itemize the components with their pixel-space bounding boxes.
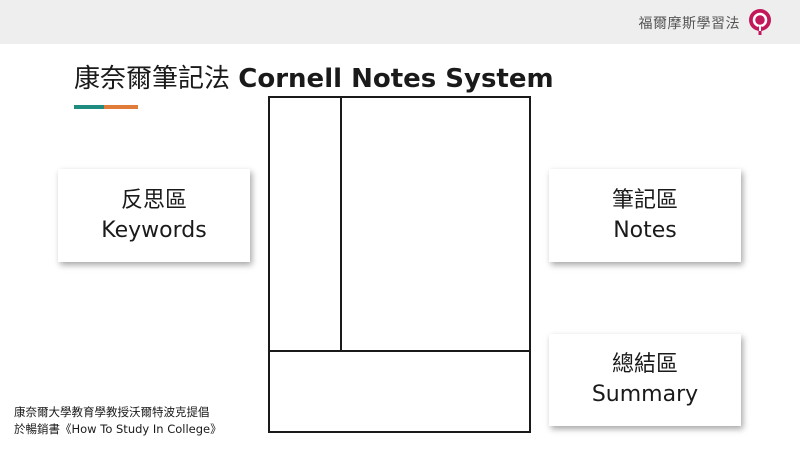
notes-label-en: Notes	[613, 217, 677, 243]
page-outline	[268, 96, 531, 433]
accent-segment-orange	[104, 105, 138, 109]
title-accent-bar	[74, 105, 138, 109]
top-bar: 福爾摩斯學習法	[0, 0, 800, 44]
credit-line-2: 於暢銷書《How To Study In College》	[14, 422, 222, 436]
credit-line-1: 康奈爾大學教育學教授沃爾特波克提倡	[14, 405, 210, 419]
summary-label-en: Summary	[591, 382, 699, 407]
notes-pointer	[470, 218, 551, 244]
accent-segment-teal	[74, 105, 104, 109]
title-english: Cornell Notes System	[238, 64, 554, 94]
page-title: 康奈爾筆記法 Cornell Notes System	[74, 58, 554, 95]
notes-label-zh: 筆記區	[611, 187, 678, 213]
brand-name: 福爾摩斯學習法	[638, 16, 740, 32]
summary-label-zh: 總結區	[611, 352, 678, 377]
summary-pointer	[465, 384, 551, 408]
keywords-label-en: Keywords	[101, 217, 207, 243]
title-chinese: 康奈爾筆記法	[74, 64, 231, 94]
magnifier-location-icon	[749, 9, 771, 35]
keywords-label-zh: 反思區	[120, 187, 187, 213]
keywords-callout: 反思區 Keywords	[58, 169, 250, 262]
keywords-pointer	[248, 218, 314, 244]
source-credit: 康奈爾大學教育學教授沃爾特波克提倡 於暢銷書《How To Study In C…	[14, 404, 222, 438]
notes-callout: 筆記區 Notes	[549, 169, 741, 262]
summary-callout: 總結區 Summary	[549, 334, 741, 426]
